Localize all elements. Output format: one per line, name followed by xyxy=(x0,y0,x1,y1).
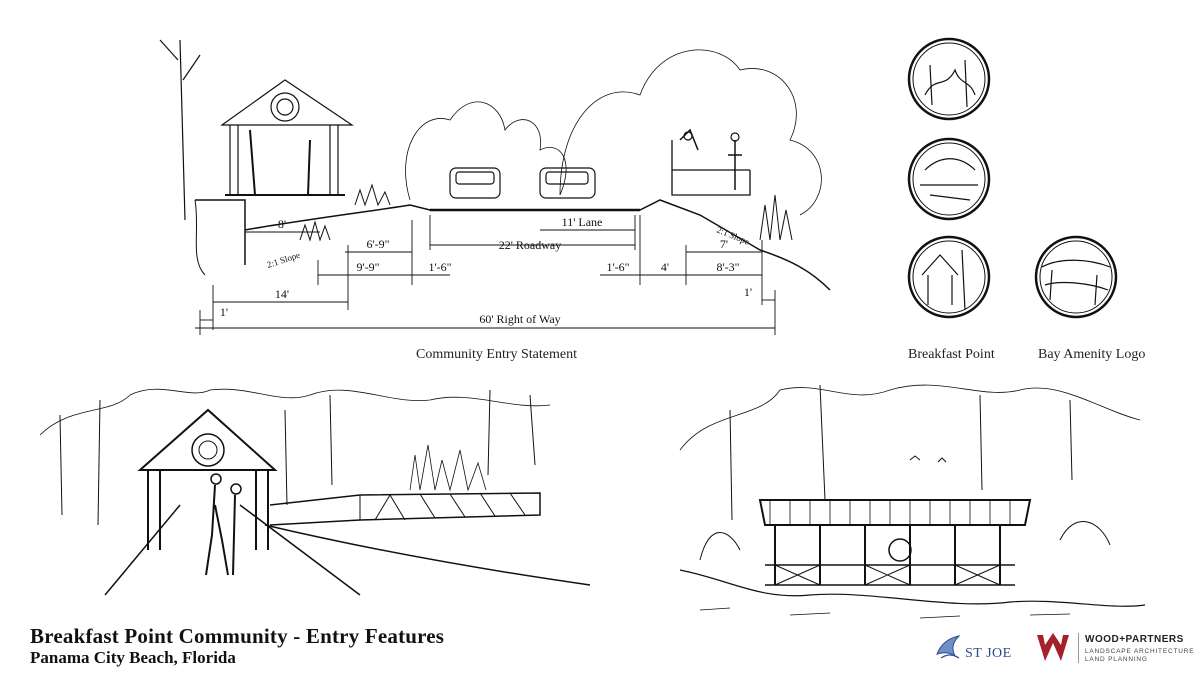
cross-section-drawing: 8' 11' Lane 22' Roadway 6'-9" 9'-9" 1'-6… xyxy=(159,39,831,335)
wood-partners-line1: LANDSCAPE ARCHITECTURE xyxy=(1085,648,1195,655)
logo-divider xyxy=(1078,633,1079,663)
dim-8-3: 8'-3" xyxy=(716,260,739,274)
breakfast-point-label: Breakfast Point xyxy=(908,347,995,362)
wood-partners-mark-icon xyxy=(1037,633,1069,661)
bridge-elevation-sketch xyxy=(679,384,1146,619)
page-title: Breakfast Point Community - Entry Featur… xyxy=(30,624,445,648)
dim-14ft: 14' xyxy=(275,287,289,301)
dim-8ft: 8' xyxy=(278,217,286,231)
entry-perspective-sketch xyxy=(39,388,591,596)
wood-partners-name: WOOD+PARTNERS xyxy=(1085,634,1184,645)
stjoe-logo-text: ST JOE xyxy=(965,646,1012,661)
section-caption: Community Entry Statement xyxy=(416,347,577,362)
wood-partners-line2: LAND PLANNING xyxy=(1085,656,1148,663)
dim-7ft: 7' xyxy=(720,237,728,251)
dim-9-9: 9'-9" xyxy=(356,260,379,274)
dim-1ft-left: 1' xyxy=(220,305,228,319)
dim-1-6-left: 1'-6" xyxy=(428,260,451,274)
dim-right-of-way: 60' Right of Way xyxy=(479,312,560,326)
logo-circles xyxy=(907,37,1118,319)
slope-label-left: 2:1 Slope xyxy=(266,250,302,270)
dim-6-9: 6'-9" xyxy=(366,237,389,251)
dim-roadway: 22' Roadway xyxy=(499,238,561,252)
page-subtitle: Panama City Beach, Florida xyxy=(30,648,236,667)
dim-1-6-right: 1'-6" xyxy=(606,260,629,274)
dim-4ft: 4' xyxy=(661,260,669,274)
dim-lane: 11' Lane xyxy=(562,215,603,229)
dim-1ft-right: 1' xyxy=(744,285,752,299)
stjoe-bird-icon xyxy=(936,635,961,659)
bay-amenity-label: Bay Amenity Logo xyxy=(1038,347,1146,362)
